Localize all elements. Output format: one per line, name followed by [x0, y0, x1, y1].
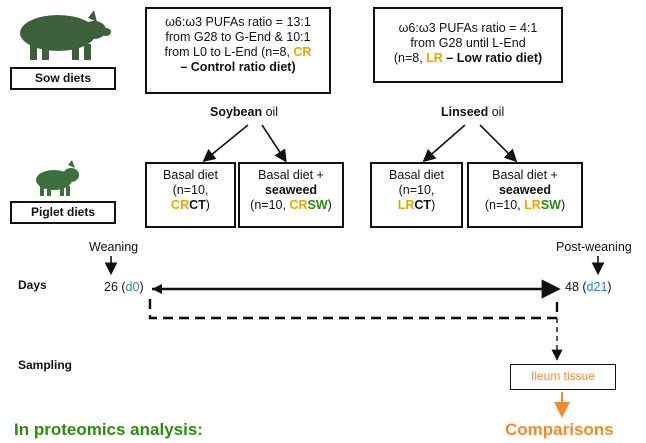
- piglet-box-lrct: Basal diet (n=10, LRCT): [370, 162, 463, 228]
- sow-diets-label: Sow diets: [10, 67, 116, 90]
- crct-post: ): [205, 198, 210, 212]
- start-day-label: 26 (d0): [104, 280, 144, 294]
- lrsw-code-b: SW: [540, 198, 561, 212]
- low-code: LR: [426, 51, 443, 65]
- crsw-line2: seaweed: [264, 183, 318, 197]
- lrct-code-a: LR: [397, 198, 415, 212]
- crct-line1: Basal diet: [163, 168, 218, 182]
- piglet-box-crct: Basal diet (n=10, CRCT): [145, 162, 236, 228]
- end-num: 48 (: [565, 280, 587, 294]
- oil-text-2: oil: [488, 105, 505, 119]
- low-ratio-diet-box: ω6:ω3 PUFAs ratio = 4:1 from G28 until L…: [373, 7, 563, 83]
- crsw-post: ): [327, 198, 332, 212]
- lrct-line2: (n=10,: [398, 183, 435, 197]
- low-line3b: – Low ratio diet): [442, 51, 543, 65]
- post-weaning-label: Post-weaning: [556, 240, 632, 254]
- low-line3: (n=8, LR – Low ratio diet): [375, 51, 561, 66]
- start-day: d0: [125, 280, 140, 294]
- lrct-post: ): [431, 198, 436, 212]
- lrsw-line2: seaweed: [498, 183, 552, 197]
- lrsw-post: ): [560, 198, 566, 212]
- linseed-oil-label: Linseed oil: [441, 105, 504, 119]
- piglet-box-lrsw: Basal diet + seaweed (n=10, LRSW): [467, 162, 583, 228]
- piglet-box-crsw: Basal diet + seaweed (n=10, CRSW): [238, 162, 344, 228]
- proteomics-heading: In proteomics analysis:: [14, 420, 203, 439]
- control-line4: – Control ratio diet): [180, 60, 296, 74]
- soybean-text: Soybean: [210, 105, 263, 119]
- crct-code: CRCT): [147, 198, 234, 213]
- crsw-pre: (n=10,: [250, 198, 290, 212]
- lrct-code-b: CT: [414, 198, 432, 212]
- lrsw-pre: (n=10,: [484, 198, 525, 212]
- sampling-label: Sampling: [18, 358, 73, 372]
- piglet-icon: [36, 160, 79, 196]
- crct-line2: (n=10,: [172, 183, 209, 197]
- ileum-tissue-box: Ileum tissue: [510, 364, 616, 390]
- sow-icon: [20, 10, 111, 60]
- crsw-line1: Basal diet +: [258, 168, 324, 182]
- crct-code-a: CR: [171, 198, 190, 212]
- end-day: d21: [586, 280, 608, 294]
- low-line1: ω6:ω3 PUFAs ratio = 4:1: [398, 21, 538, 35]
- lrct-line1: Basal diet: [389, 168, 444, 182]
- control-line1: ω6:ω3 PUFAs ratio = 13:1: [165, 15, 311, 29]
- control-line2: from G28 to G-End & 10:1: [165, 30, 311, 44]
- piglet-diets-label: Piglet diets: [10, 201, 116, 224]
- control-line3: from L0 to L-End (n=8, CR: [147, 45, 329, 60]
- crsw-code-b: SW: [307, 198, 328, 212]
- linseed-text: Linseed: [441, 105, 489, 119]
- crsw-code: (n=10, CRSW): [240, 198, 342, 213]
- start-close: ): [139, 280, 144, 294]
- lrsw-line1: Basal diet +: [492, 168, 558, 182]
- control-ratio-diet-box: ω6:ω3 PUFAs ratio = 13:1 from G28 to G-E…: [145, 7, 331, 94]
- low-line2: from G28 until L-End: [410, 36, 526, 50]
- control-line3a: from L0 to L-End (n=8,: [164, 45, 294, 59]
- lrct-code: LRCT): [372, 198, 461, 213]
- crct-code-b: CT: [189, 198, 206, 212]
- low-line3a: (n=8,: [393, 51, 427, 65]
- days-label: Days: [18, 278, 47, 292]
- oil-text-1: oil: [262, 105, 279, 119]
- start-num: 26 (: [104, 280, 126, 294]
- crsw-code-a: CR: [289, 198, 308, 212]
- weaning-label: Weaning: [89, 240, 139, 254]
- lrsw-code: (n=10, LRSW): [469, 198, 581, 213]
- lrsw-code-a: LR: [524, 198, 541, 212]
- comparisons-heading: Comparisons: [505, 420, 614, 439]
- end-close: ): [607, 280, 612, 294]
- soybean-oil-label: Soybean oil: [210, 105, 278, 119]
- end-day-label: 48 (d21): [565, 280, 612, 294]
- control-code: CR: [293, 45, 312, 59]
